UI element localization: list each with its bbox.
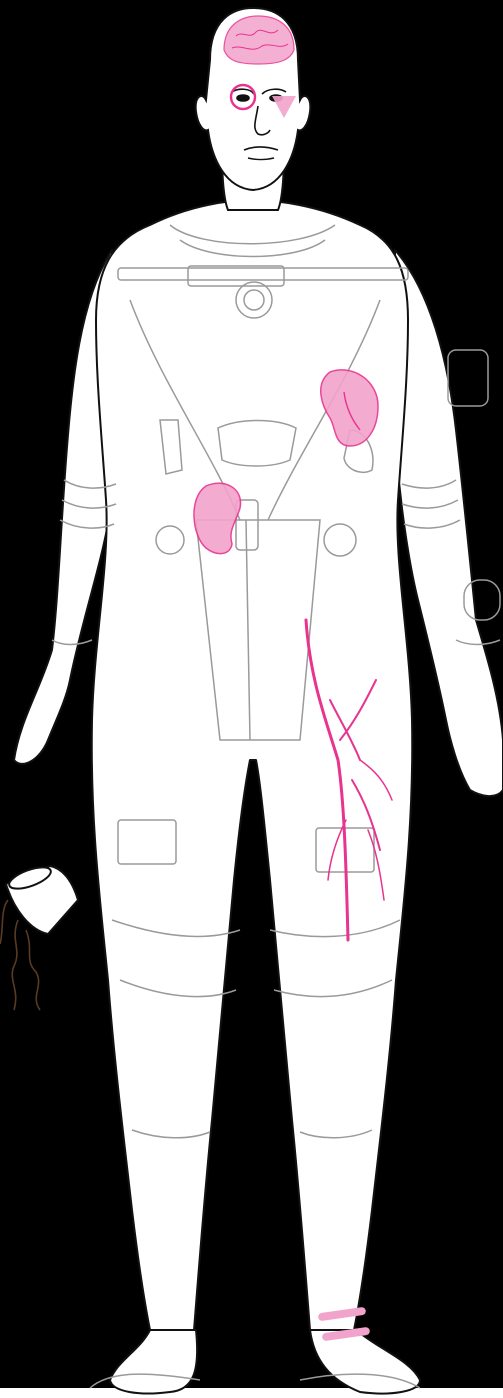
spilled-coffee-cup-icon[interactable] (0, 863, 78, 1010)
feet (110, 1330, 420, 1394)
astronaut-body (14, 200, 503, 1341)
left-foot (110, 1330, 197, 1394)
suit-torso (92, 200, 413, 1341)
floor (0, 1388, 503, 1398)
